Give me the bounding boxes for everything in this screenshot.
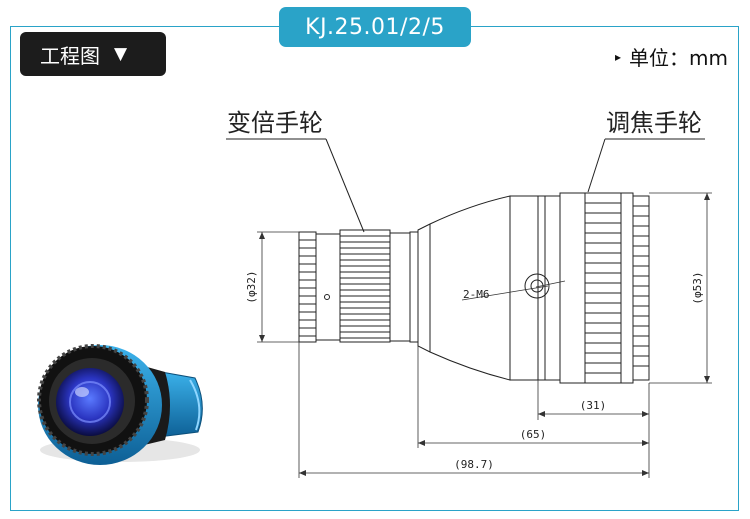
lens-outline: [298, 192, 650, 384]
thread-label: 2-M6: [463, 288, 490, 301]
length-31-label: (31): [580, 399, 607, 412]
length-98-7-label: (98.7): [454, 458, 494, 471]
dimension-arrows: [259, 193, 710, 476]
unit-label: 单位：mm: [629, 46, 728, 70]
focus-ring-callout: 调焦手轮: [587, 109, 705, 193]
rear-diameter-label: (φ53): [691, 271, 704, 304]
focus-ring: [559, 192, 622, 384]
dimension-lines: [257, 192, 712, 478]
engineering-drawing-label: 工程图: [40, 43, 100, 68]
front-cap: [298, 231, 317, 343]
zoom-ring: [339, 229, 391, 343]
model-number: KJ.25.01/2/5: [305, 14, 445, 40]
model-number-tab: KJ.25.01/2/5: [279, 7, 471, 47]
product-photo: [37, 344, 203, 465]
rear-cap: [632, 195, 650, 381]
length-65-label: (65): [520, 428, 547, 441]
zoom-ring-callout: 变倍手轮: [226, 109, 365, 233]
unit-indicator: ▸ 单位：mm: [615, 42, 728, 71]
triangle-right-icon: ▸: [615, 49, 622, 64]
engineering-drawing-button[interactable]: 工程图 ▼: [20, 32, 166, 76]
focus-ring-label: 调焦手轮: [606, 109, 702, 137]
front-diameter-label: (φ32): [245, 270, 258, 303]
triangle-down-icon: ▼: [114, 44, 128, 64]
zoom-ring-label: 变倍手轮: [227, 109, 323, 137]
